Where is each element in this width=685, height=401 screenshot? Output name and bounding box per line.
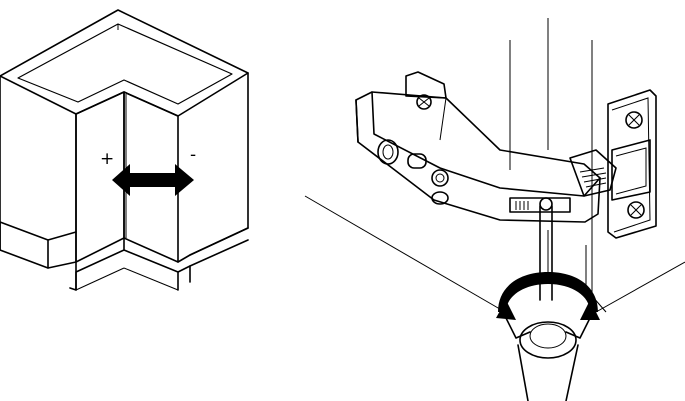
double-headed-arrow-icon — [112, 164, 194, 196]
corner-cabinet-illustration: + - — [0, 9, 249, 291]
hinge-detail-illustration — [304, 18, 685, 401]
plus-sign: + — [100, 149, 114, 169]
hinge-mounting-plate — [607, 89, 657, 239]
minus-sign: - — [190, 145, 196, 165]
rotation-arrow-icon — [496, 272, 600, 339]
hinge-arm — [355, 71, 617, 223]
